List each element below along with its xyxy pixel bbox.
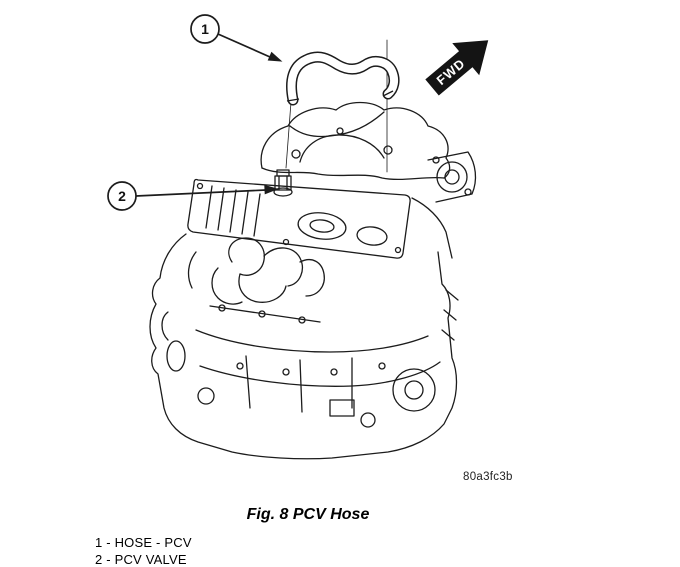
throttle-body bbox=[411, 151, 477, 259]
callout-1-circle bbox=[190, 14, 220, 44]
engine-block bbox=[149, 233, 459, 460]
pcv-valve bbox=[273, 169, 293, 197]
callout-1-number: 1 bbox=[201, 21, 209, 37]
intake-manifold bbox=[260, 101, 451, 181]
figure-caption: Fig. 8 PCV Hose bbox=[246, 506, 370, 523]
callout-2-number: 2 bbox=[118, 188, 126, 204]
engine-diagram-svg: 1 2 FWD bbox=[107, 14, 489, 460]
callout-1-arrowhead bbox=[267, 51, 283, 62]
fwd-arrow: FWD bbox=[425, 40, 489, 96]
legend-item-2: 2 - PCV VALVE bbox=[95, 552, 187, 567]
pcv-hose bbox=[286, 51, 400, 106]
legend-item-1: 1 - HOSE - PCV bbox=[95, 535, 192, 550]
engine-illustration bbox=[149, 39, 477, 460]
callout-1-leader bbox=[217, 33, 271, 58]
exhaust-manifold bbox=[209, 237, 325, 324]
valve-cover bbox=[187, 178, 411, 259]
figure-legend: 1 - HOSE - PCV 2 - PCV VALVE bbox=[95, 534, 192, 567]
figure-code: 80a3fc3b bbox=[463, 471, 513, 483]
callout-2: 2 bbox=[107, 181, 279, 211]
callout-1: 1 bbox=[190, 14, 283, 62]
callout-2-leader bbox=[135, 189, 267, 197]
callout-2-arrowhead bbox=[264, 184, 279, 195]
fwd-arrow-shape bbox=[425, 40, 489, 96]
